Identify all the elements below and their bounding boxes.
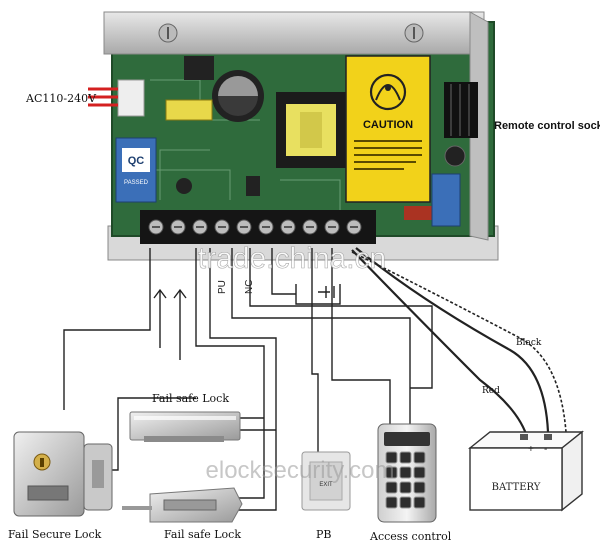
remote-socket-header xyxy=(444,82,478,138)
fail-safe-lock-top-label: Fail safe Lock xyxy=(152,392,230,405)
wire-red-label: Red xyxy=(482,386,500,396)
remote-socket-label: Remote control socket xyxy=(494,120,600,132)
pb-exit-text: EXIT xyxy=(319,482,333,488)
qc-passed-text: PASSED xyxy=(124,180,149,186)
power-supply-board: QC PASSED CAUTION xyxy=(88,11,499,294)
lock-icon xyxy=(33,453,51,471)
fail-safe-lock-bottom-label: Fail safe Lock xyxy=(164,528,242,541)
battery-positive: + xyxy=(528,444,534,455)
keypad-key xyxy=(413,481,426,494)
watermark-trade-china: trade.china.cn xyxy=(198,242,386,275)
fail-secure-lock-label: Fail Secure Lock xyxy=(8,528,102,541)
access-control-label: Access control xyxy=(370,530,452,543)
keypad-key xyxy=(413,466,426,479)
keypad-key xyxy=(385,451,398,464)
ac-input-connector xyxy=(88,79,145,117)
exit-push-button: EXIT xyxy=(301,451,351,511)
terminal-block xyxy=(140,210,376,244)
keypad-key xyxy=(385,466,398,479)
fail-safe-maglock xyxy=(129,411,241,442)
keypad-key xyxy=(413,451,426,464)
battery-negative: - xyxy=(544,444,547,455)
battery: BATTERY + - xyxy=(468,430,584,512)
caution-title: CAUTION xyxy=(363,119,413,131)
terminal-mark-pu: PU xyxy=(217,280,228,294)
capacitor xyxy=(212,70,264,122)
watermark-elocksecurity: elocksecurity.com xyxy=(206,457,395,484)
keypad-key xyxy=(399,466,412,479)
keypad-key xyxy=(399,451,412,464)
esd-warning-icon xyxy=(369,73,407,111)
qc-badge-text: QC xyxy=(128,155,145,167)
fail-secure-rim-lock xyxy=(13,431,113,517)
transformer xyxy=(276,92,346,168)
ac-input-label: AC110-240V xyxy=(26,92,97,105)
keypad-key xyxy=(385,481,398,494)
keypad-key xyxy=(413,496,426,509)
qc-relay: QC PASSED xyxy=(115,137,157,203)
keypad-key xyxy=(399,481,412,494)
keypad-icon xyxy=(385,451,426,509)
keypad-key xyxy=(399,496,412,509)
wiring xyxy=(63,247,567,511)
wire-black-label: Black xyxy=(516,338,542,348)
caution-fine-print xyxy=(354,140,422,170)
battery-text: BATTERY xyxy=(492,482,541,493)
pb-label: PB xyxy=(316,528,332,541)
caution-label: CAUTION xyxy=(345,55,431,203)
access-control-keypad xyxy=(377,423,437,523)
fail-safe-strike xyxy=(122,487,243,523)
keypad-key xyxy=(385,496,398,509)
